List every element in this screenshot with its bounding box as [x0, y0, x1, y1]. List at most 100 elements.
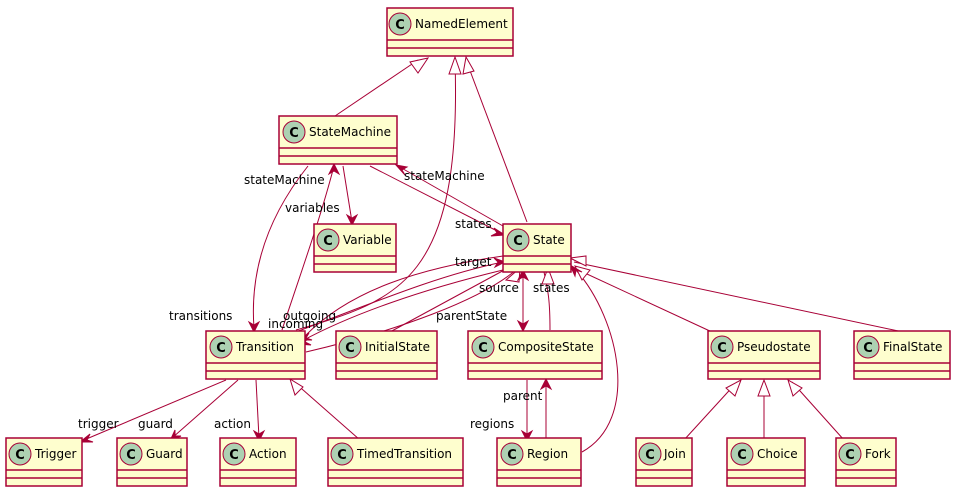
class-name-state: State — [533, 233, 565, 247]
edge-transition-trigger — [83, 379, 227, 441]
class-name-guard: Guard — [146, 447, 183, 461]
hollow-arrow-icon — [757, 378, 771, 397]
class-fork: C Fork — [835, 437, 897, 487]
class-finalstate: C FinalState — [853, 330, 951, 380]
class-compositestate: C CompositeState — [467, 330, 603, 380]
class-badge-icon — [119, 442, 143, 466]
class-badge-letter: C — [863, 341, 873, 356]
hollow-arrow-icon — [541, 266, 555, 285]
class-badge-icon — [338, 335, 362, 359]
role-outgoing: outgoing — [283, 309, 336, 323]
class-badge-icon — [222, 442, 246, 466]
edge-transition-guard — [171, 379, 239, 439]
hollow-arrow-icon — [289, 377, 304, 396]
role-target: target — [455, 255, 492, 269]
edge-transition-action — [255, 379, 260, 439]
class-variable: C Variable — [313, 223, 397, 273]
role-states-top: states — [455, 217, 492, 231]
class-action: C Action — [219, 437, 297, 487]
edge-join-extends-pseudostate — [683, 381, 738, 441]
class-name-initialstate: InitialState — [365, 340, 430, 354]
class-badge-icon — [8, 442, 32, 466]
class-badge-letter: C — [845, 448, 855, 463]
role-parentstate: parentState — [436, 309, 507, 323]
hollow-arrow-icon — [448, 55, 462, 75]
class-guard: C Guard — [116, 437, 188, 487]
class-badge-letter: C — [216, 341, 226, 356]
edge-statemachine-extends-namedelement — [334, 59, 419, 117]
hollow-arrow-icon — [574, 265, 591, 281]
edge-finalstate-extends-state — [573, 261, 904, 333]
role-variables: variables — [285, 201, 340, 215]
arrow-icon — [520, 429, 534, 443]
edge-initialstate-extends-state — [389, 267, 509, 333]
class-name-compositestate: CompositeState — [498, 340, 594, 354]
edge-transition-target — [295, 261, 504, 333]
class-pseudostate: C Pseudostate — [707, 330, 821, 380]
hollow-arrow-icon — [725, 378, 742, 397]
edge-region-states — [575, 269, 619, 453]
arrow-icon — [490, 227, 507, 237]
class-badge-letter: C — [478, 341, 488, 356]
class-name-statemachine: StateMachine — [309, 125, 391, 139]
edge-state-incoming — [301, 269, 504, 342]
class-badge-letter: C — [337, 448, 347, 463]
class-badge-letter: C — [15, 448, 25, 463]
class-choice: C Choice — [726, 437, 806, 487]
role-statemachine-right: stateMachine — [404, 169, 485, 183]
class-name-region: Region — [527, 447, 568, 461]
class-badge-icon — [856, 335, 880, 359]
edge-statemachine-variables — [342, 165, 353, 223]
class-badge-letter: C — [737, 448, 747, 463]
class-badge-letter: C — [395, 18, 405, 33]
class-badge-icon — [838, 442, 862, 466]
class-name-action: Action — [249, 447, 287, 461]
arrow-icon — [327, 162, 341, 176]
class-badge-letter: C — [126, 448, 136, 463]
class-state: C State — [502, 223, 572, 273]
class-name-trigger: Trigger — [34, 447, 76, 461]
class-initialstate: C InitialState — [335, 330, 438, 380]
class-name-variable: Variable — [343, 233, 392, 247]
arrow-icon — [252, 429, 266, 443]
class-name-fork: Fork — [865, 447, 891, 461]
arrow-icon — [493, 257, 507, 269]
class-badge-letter: C — [513, 234, 523, 249]
class-timedtransition: C TimedTransition — [327, 437, 464, 487]
class-badge-letter: C — [345, 341, 355, 356]
edge-transition-statemachine — [281, 165, 335, 331]
role-labels: stateMachine variables stateMachine stat… — [78, 169, 570, 431]
class-trigger: C Trigger — [5, 437, 83, 487]
edge-statemachine-states — [369, 165, 504, 235]
role-trigger: trigger — [78, 417, 119, 431]
role-action: action — [214, 417, 251, 431]
class-badge-icon — [209, 335, 233, 359]
class-badge-icon — [638, 442, 662, 466]
arrow-icon — [568, 263, 583, 278]
class-badge-letter: C — [323, 234, 333, 249]
arrow-icon — [516, 268, 530, 282]
hollow-arrow-icon — [462, 55, 475, 75]
role-transitions: transitions — [169, 309, 232, 323]
class-badge-icon — [388, 12, 412, 36]
role-parent: parent — [503, 389, 543, 403]
arrow-icon — [247, 320, 261, 334]
class-name-finalstate: FinalState — [883, 340, 942, 354]
class-badge-icon — [471, 335, 495, 359]
arrow-icon — [345, 213, 359, 227]
role-incoming: incoming — [268, 317, 323, 331]
class-badge-icon — [282, 120, 306, 144]
class-badge-icon — [330, 442, 354, 466]
edge-state-statemachine — [397, 165, 504, 227]
class-badge-icon — [316, 228, 340, 252]
edge-transition-extends-namedelement — [295, 59, 457, 331]
class-badge-letter: C — [229, 448, 239, 463]
class-name-transition: Transition — [235, 340, 294, 354]
class-badge-letter: C — [645, 448, 655, 463]
arrow-icon — [394, 164, 409, 176]
class-badge-icon — [730, 442, 754, 466]
class-transition: C Transition — [205, 330, 306, 380]
edge-state-outgoing — [304, 255, 504, 337]
class-badge-icon — [500, 442, 524, 466]
